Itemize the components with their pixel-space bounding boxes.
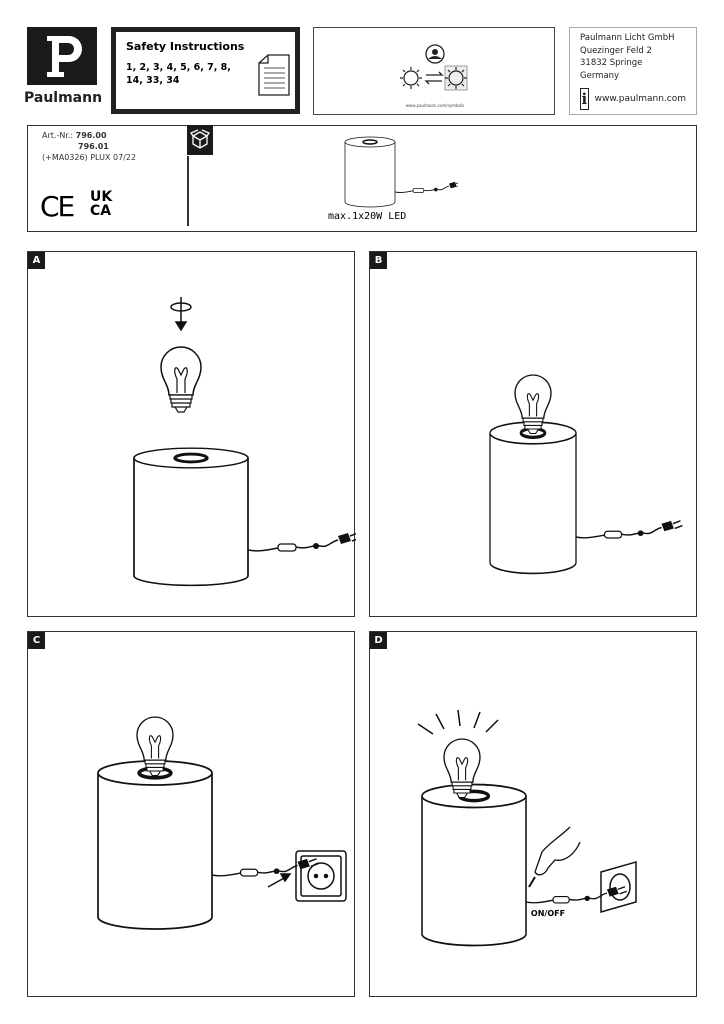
art-number: 796.00 [75,131,107,140]
lamp-base [488,420,578,576]
ce-mark: CE [40,190,75,223]
art-number: 796.01 [78,142,109,151]
light-rays-icon [417,709,499,735]
product-illustration [344,136,458,208]
rotate-arrow-icon [170,297,192,332]
panel-d: D ON/OFF [369,631,697,997]
hand-pressing-icon [528,826,581,888]
on-off-label: ON/OFF [531,909,565,918]
step-b-illustration [488,374,684,576]
article-info: Art.-Nr.: 796.00 796.01 (+MA0326) PLUX 0… [42,130,136,163]
paulmann-logo [27,27,97,85]
safety-title: Safety Instructions [126,40,245,53]
panel-label: D [370,632,387,649]
symbols-url: www.paulmann.com/symbols [406,103,464,108]
lamp-base [132,446,250,588]
ukca-mark-top: UK [90,189,113,205]
cable-switch-plug [211,858,320,877]
wall-socket [295,850,347,902]
info-icon: i [580,88,589,110]
electrician-icon [425,44,445,64]
address-box: Paulmann Licht GmbH Quezinger Feld 2 318… [569,27,697,115]
divider [187,156,189,226]
ukca-mark-bottom: CA [90,203,112,219]
safety-numbers: 1, 2, 3, 4, 5, 6, 7, 8, 14, 33, 34 [126,62,231,86]
wall-socket [600,861,637,913]
lamp-base [96,759,214,931]
product-info-box: Art.-Nr.: 796.00 796.01 (+MA0326) PLUX 0… [27,125,697,232]
step-a-illustration [132,297,361,588]
panel-c: C [27,631,355,997]
panel-label: B [370,252,387,269]
symbols-box: www.paulmann.com/symbols [313,27,555,115]
panel-b: B [369,251,697,617]
country: Germany [580,70,620,81]
panel-a: A [27,251,361,617]
bulb [160,346,202,413]
package-contents-icon [187,125,213,155]
arrow-icon [267,873,292,888]
panel-label: C [28,632,45,649]
website-link[interactable]: www.paulmann.com [594,93,686,104]
safety-instructions-box: Safety Instructions 1, 2, 3, 4, 5, 6, 7,… [111,27,300,114]
cable-switch-plug [247,532,361,552]
max-rating: max.1x20W LED [328,211,407,222]
document-icon [258,54,290,96]
exchange-arrows-icon [424,71,444,85]
street: Quezinger Feld 2 [580,45,652,56]
company-name: Paulmann Licht GmbH [580,33,675,43]
ukca-mark: UK CA [90,190,112,218]
step-c-illustration [96,716,347,931]
brand-name: Paulmann [24,90,103,106]
city: 31832 Springe [580,58,643,68]
lamp-base [420,782,528,948]
cable-switch-plug [575,520,684,539]
art-label: Art.-Nr.: [42,131,74,140]
product-code: (+MA0326) PLUX 07/22 [42,153,137,162]
step-d-illustration: ON/OFF [417,709,637,948]
lamp-exchange-symbols: www.paulmann.com/symbols [400,44,468,108]
sun-icon [445,67,467,89]
sun-icon [400,67,422,89]
panel-label: A [28,252,45,269]
